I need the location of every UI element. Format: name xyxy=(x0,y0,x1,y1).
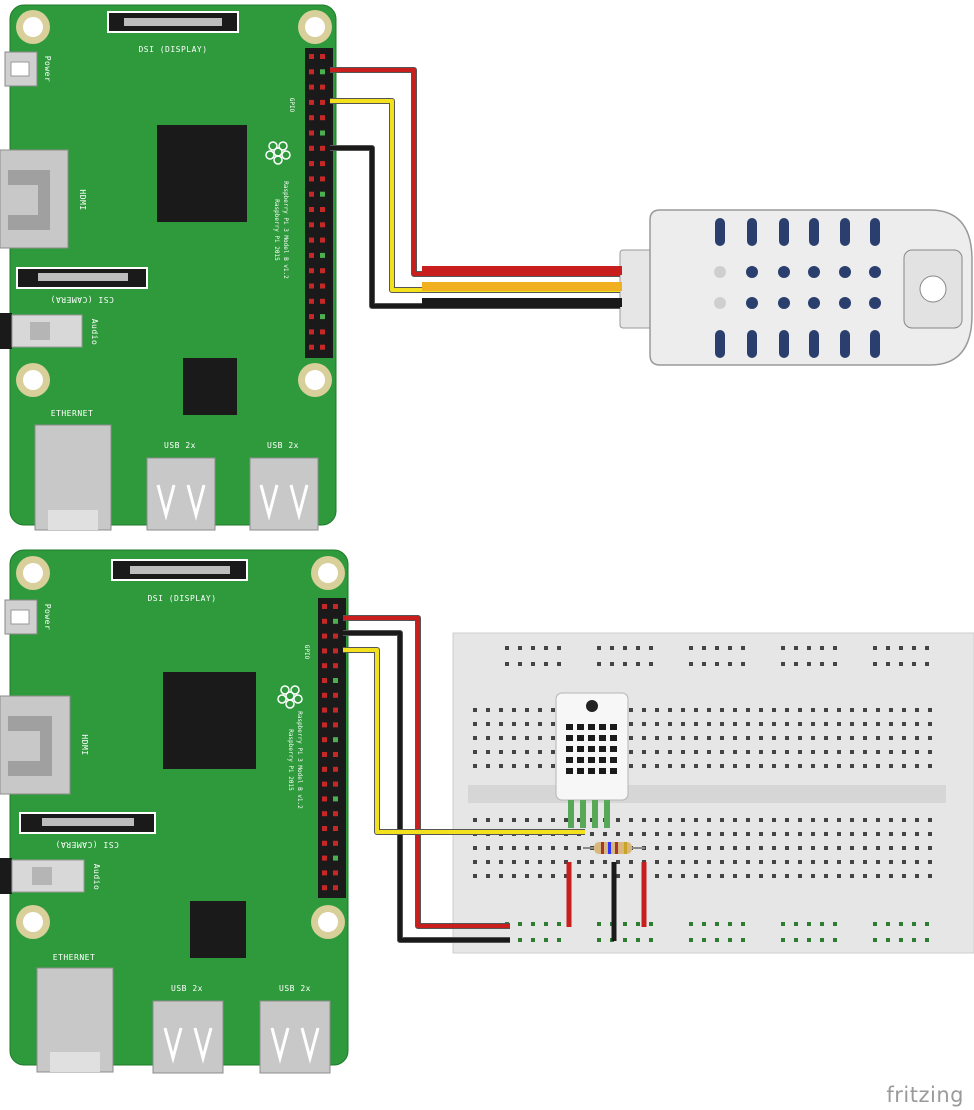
audio-jack xyxy=(0,858,12,894)
gpio-pins xyxy=(309,54,325,350)
cable-data xyxy=(422,282,622,291)
dht22-sensor xyxy=(555,692,629,828)
usb-port-left xyxy=(152,1000,224,1074)
usb-right-label: USB 2x xyxy=(267,441,299,450)
gpio-label: GPIO xyxy=(288,98,295,113)
raspberry-pi-board-bottom: DSI (DISPLAY) Power Raspberry Pi 3 Model… xyxy=(0,549,349,1074)
model-label: Raspberry Pi 3 Model B v1.2 xyxy=(296,711,303,809)
csi-label: CSI (CAMERA) xyxy=(55,840,119,849)
audio-label: Audio xyxy=(90,319,99,346)
model-label: Raspberry Pi 3 Model B v1.2 xyxy=(282,181,289,279)
breadboard-holes xyxy=(473,646,932,942)
gpio-pins xyxy=(322,604,338,891)
raspberry-pi-board-top: DSI (DISPLAY) Power Raspberry Pi 3 Model… xyxy=(0,4,337,531)
power-label: Power xyxy=(43,604,52,631)
wire xyxy=(343,631,510,942)
raspberry-logo-icon xyxy=(265,141,291,165)
usb-port-right xyxy=(249,457,319,531)
raspberry-logo-icon xyxy=(277,685,303,709)
copyright-label: Raspberry Pi 2015 xyxy=(273,199,280,261)
vent-holes xyxy=(566,724,617,774)
usb-port-left xyxy=(146,457,216,531)
hdmi-port xyxy=(0,695,71,795)
audio-label: Audio xyxy=(92,864,101,891)
usb-left-label: USB 2x xyxy=(171,984,203,993)
copyright-label: Raspberry Pi 2015 xyxy=(287,729,294,791)
audio-jack xyxy=(0,313,12,349)
am2302-sensor xyxy=(619,209,973,366)
hdmi-port xyxy=(0,149,69,249)
resistor xyxy=(583,842,645,854)
breadboard xyxy=(452,632,974,954)
wire xyxy=(343,616,510,928)
hdmi-label: HDMI xyxy=(80,734,89,755)
mounting-hole-icon xyxy=(919,275,947,303)
cable-power xyxy=(422,266,622,275)
mounting-hole-icon xyxy=(586,700,598,712)
power-connector xyxy=(4,51,38,87)
wire xyxy=(343,648,585,834)
cable-ground xyxy=(422,298,622,307)
soc-chip xyxy=(163,672,256,769)
csi-label: CSI (CAMERA) xyxy=(50,295,114,304)
wires xyxy=(330,67,647,943)
usb-right-label: USB 2x xyxy=(279,984,311,993)
usb-left-label: USB 2x xyxy=(164,441,196,450)
dsi-label: DSI (DISPLAY) xyxy=(147,594,216,603)
power-label: Power xyxy=(43,56,52,83)
ethernet-label: ETHERNET xyxy=(51,409,94,418)
ethernet-label: ETHERNET xyxy=(53,953,96,962)
lan-chip xyxy=(183,358,237,415)
soc-chip xyxy=(157,125,247,222)
dsi-label: DSI (DISPLAY) xyxy=(138,45,207,54)
vent-holes xyxy=(714,218,881,358)
gpio-header xyxy=(305,48,333,358)
hdmi-label: HDMI xyxy=(78,189,87,210)
usb-port-right xyxy=(259,1000,331,1074)
gpio-label: GPIO xyxy=(303,645,310,660)
gpio-header xyxy=(318,598,346,898)
fritzing-logo: fritzing xyxy=(886,1083,964,1107)
lan-chip xyxy=(190,901,246,958)
